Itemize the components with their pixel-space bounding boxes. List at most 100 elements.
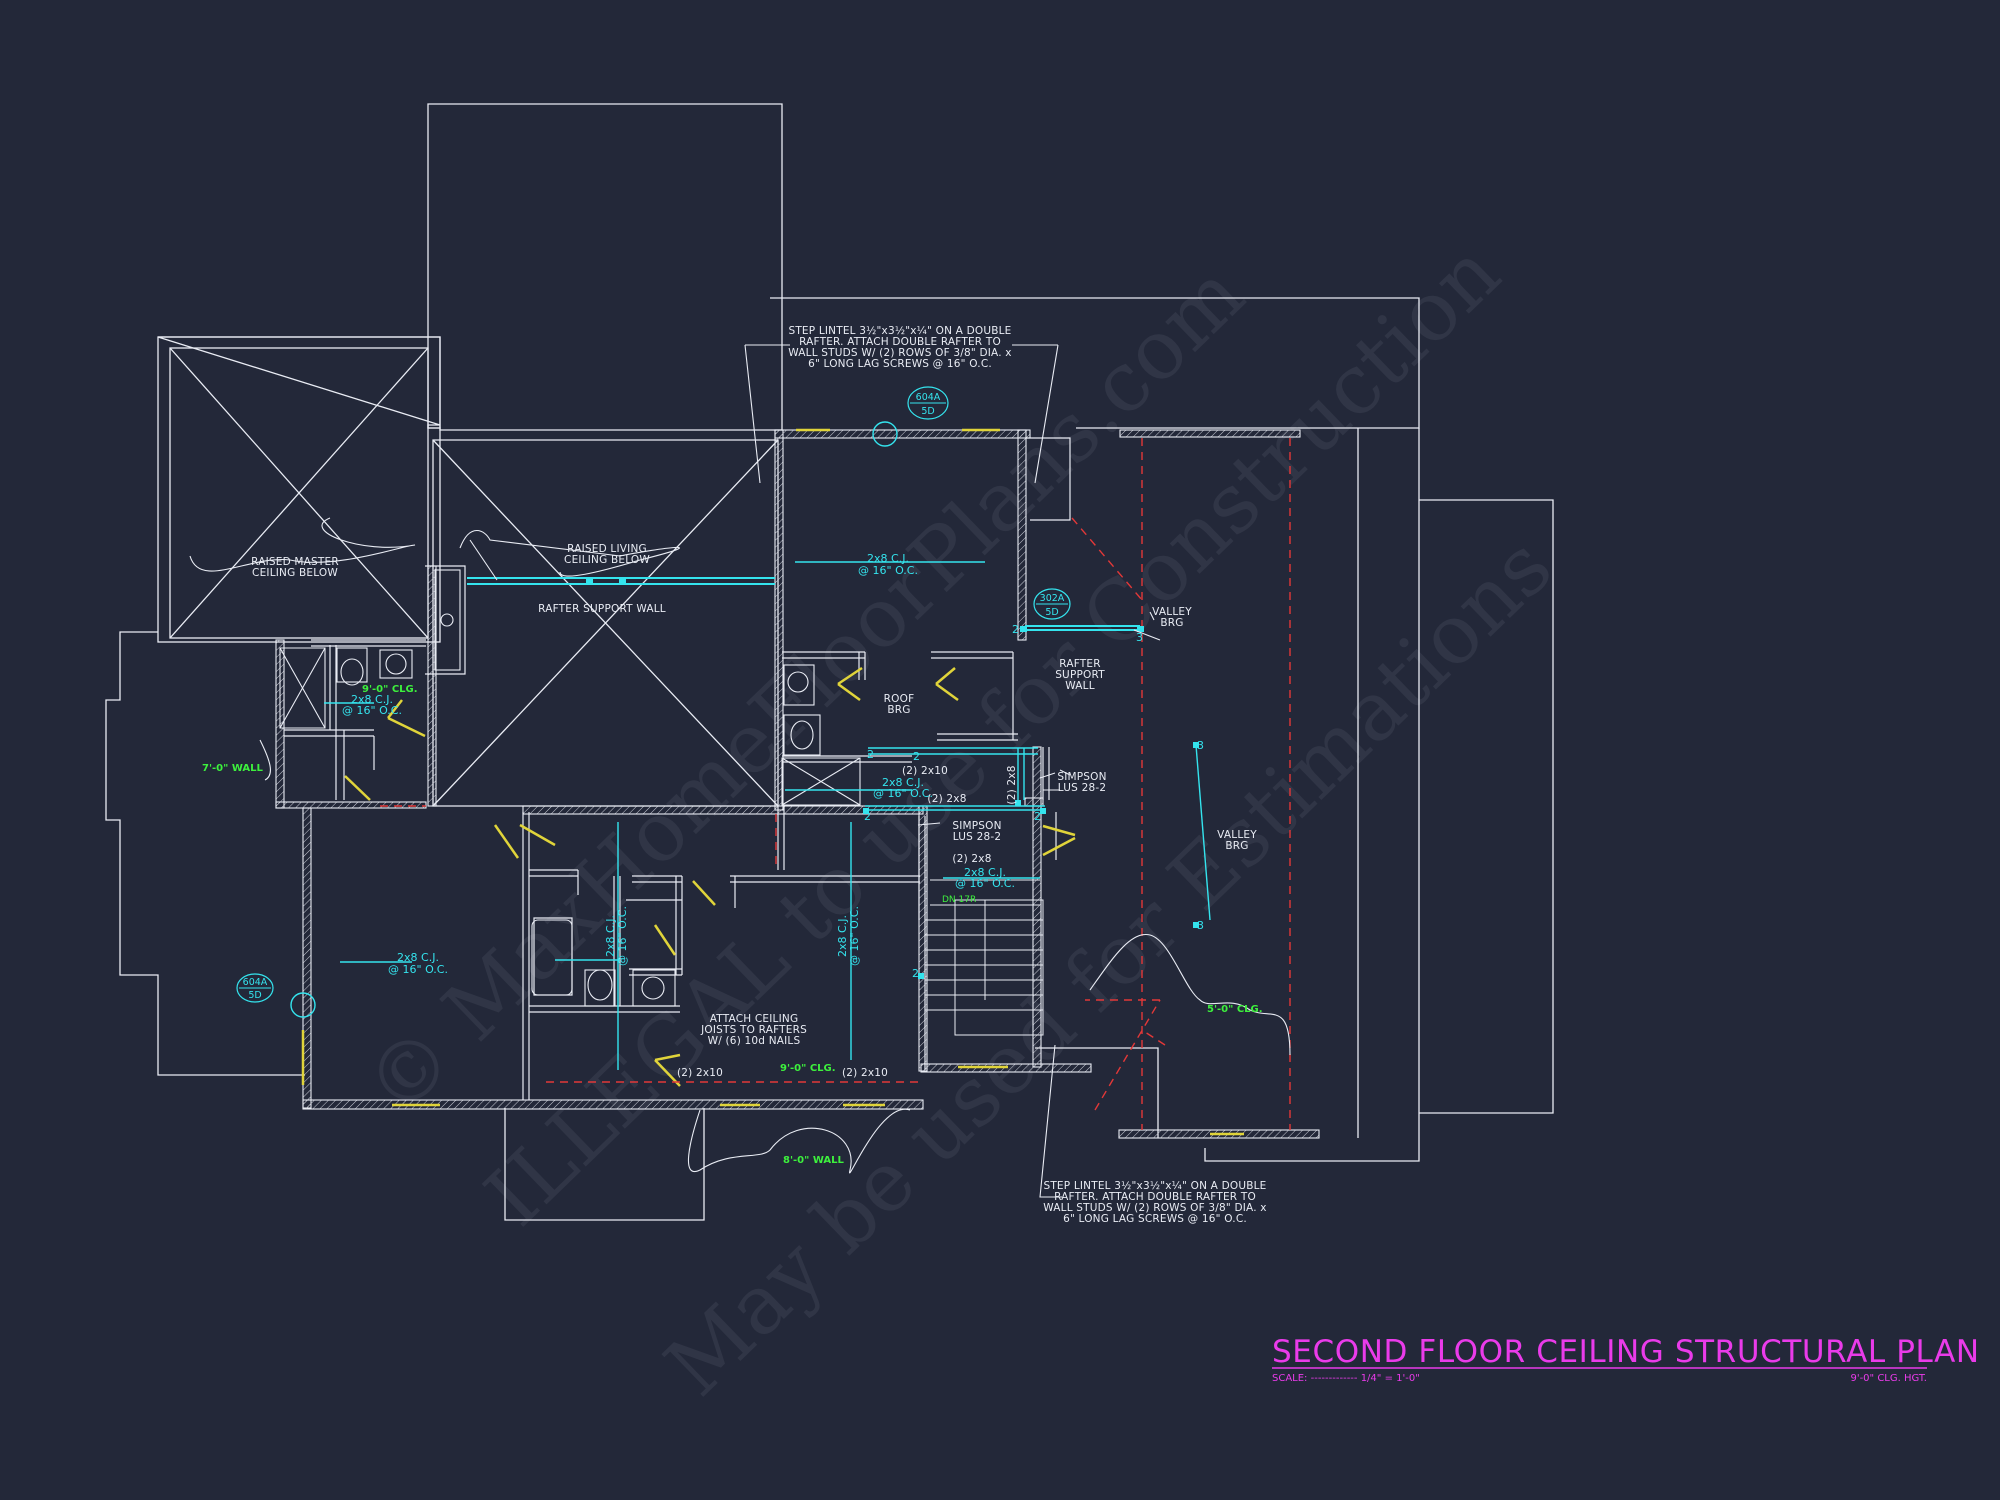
valley-brg-lower-1: VALLEY: [1217, 829, 1257, 841]
valley-brg-lower-2: BRG: [1225, 840, 1248, 852]
wall-8ft-label: 8'-0" WALL: [783, 1155, 845, 1166]
bearing-2-a: 2: [1012, 623, 1019, 636]
two-2x10-center: (2) 2x10: [902, 765, 948, 777]
cj-upper-label: 2x8 C.J.: [867, 552, 909, 565]
bearing-markers: [586, 578, 1199, 979]
raised-living-label-1: RAISED LIVING: [567, 543, 647, 555]
plumbing-fixtures: [279, 569, 861, 1007]
height-labels: 7'-0" WALL 9'-0" CLG. 9'-0" CLG. 5'-0" C…: [202, 684, 1263, 1166]
wall-7ft-label: 7'-0" WALL: [202, 763, 264, 774]
living-x: [432, 439, 779, 807]
bearing-2-d: 2: [912, 967, 919, 980]
cj-master-bath-spacing: @ 16" O.C.: [342, 704, 402, 717]
step-lintel-bottom-line-4: 6" LONG LAG SCREWS @ 16" O.C.: [1063, 1213, 1247, 1225]
right-box-outline: [1419, 499, 1554, 1114]
two-2x10-right: (2) 2x10: [842, 1067, 888, 1079]
section-tags: 604A 5D 604A 5D 302A 5D: [236, 386, 1071, 1003]
plan-title: SECOND FLOOR CEILING STRUCTURAL PLAN: [1272, 1334, 1980, 1370]
cj-bath-label: 2x8 C.J.: [604, 915, 617, 957]
two-2x8-lower: (2) 2x8: [952, 853, 991, 865]
cj-hall-spacing: @ 16" O.C.: [873, 787, 933, 800]
bearing-3-a: 3: [1136, 631, 1143, 644]
dn-label: DN 17R: [942, 895, 976, 905]
roof-brg-2: BRG: [887, 704, 910, 716]
cj-bath-spacing: @ 16" O.C.: [616, 906, 629, 966]
cj-upper-spacing: @ 16" O.C.: [858, 564, 918, 577]
tag-604a-left-sheet: 5D: [248, 990, 261, 1001]
roof-outlines: [105, 103, 1554, 1221]
raised-living-label-2: CEILING BELOW: [564, 554, 650, 566]
upper-middle-outline: [770, 297, 1420, 429]
step-lintel-bottom-line-3: WALL STUDS W/ (2) ROWS OF 3/8" DIA. x: [1043, 1202, 1266, 1214]
bearing-3-c: 3: [1197, 919, 1204, 932]
two-2x8-vertical: (2) 2x8: [1006, 765, 1018, 804]
rafter-support-right-2: SUPPORT: [1055, 669, 1105, 681]
tag-302a-number: 302A: [1040, 593, 1065, 604]
cj-stair-spacing: @ 16" O.C.: [955, 877, 1015, 890]
cj-master-bath-label: 2x8 C.J.: [351, 693, 393, 706]
ceiling-height-label: 9'-0" CLG. HGT.: [1850, 1373, 1927, 1384]
rafter-support-right-1: RAFTER: [1059, 658, 1100, 670]
attach-ceiling-3: W/ (6) 10d NAILS: [708, 1035, 801, 1047]
two-2x8-center: (2) 2x8: [927, 793, 966, 805]
cj-bedroom-spacing: @ 16" O.C.: [388, 963, 448, 976]
tag-604a-top-number: 604A: [916, 392, 941, 403]
two-2x10-left: (2) 2x10: [677, 1067, 723, 1079]
tag-604a-left-number: 604A: [243, 977, 268, 988]
simpson-right-2: LUS 28-2: [1058, 782, 1106, 794]
step-lintel-top-line-2: RAFTER. ATTACH DOUBLE RAFTER TO: [799, 336, 1001, 348]
ceiling-joist-labels: 2x8 C.J. @ 16" O.C. 2x8 C.J. @ 16" O.C. …: [342, 552, 1204, 980]
valley-brg-upper-1: VALLEY: [1152, 606, 1192, 618]
attach-ceiling-2: JOISTS TO RAFTERS: [700, 1024, 807, 1036]
scale-label: SCALE: ------------- 1/4" = 1'-0": [1272, 1373, 1420, 1384]
leader-lines: [189, 344, 1291, 1198]
tag-302a-sheet: 5D: [1045, 607, 1058, 618]
stairs: [925, 879, 1044, 1036]
bearing-2-e: 2: [867, 748, 874, 761]
tag-604a-top-sheet: 5D: [921, 406, 934, 417]
rafter-support-wall-label: RAFTER SUPPORT WALL: [538, 603, 666, 615]
cj-bed2-label: 2x8 C.J.: [836, 915, 849, 957]
title-block: SECOND FLOOR CEILING STRUCTURAL PLAN SCA…: [1272, 1334, 1980, 1384]
clg-9ft-master-bath: 9'-0" CLG.: [362, 684, 418, 695]
cj-bed2-spacing: @ 16" O.C.: [848, 906, 861, 966]
master-raised-clg: [169, 347, 429, 639]
roof-brg-1: ROOF: [884, 693, 915, 705]
rafter-support-right-3: WALL: [1065, 680, 1095, 692]
simpson-center-2: LUS 28-2: [953, 831, 1001, 843]
simpson-right-1: SIMPSON: [1057, 771, 1106, 783]
cj-stair-label: 2x8 C.J.: [964, 866, 1006, 879]
garage-outline: [427, 103, 783, 431]
clg-5ft-label: 5'-0" CLG.: [1207, 1004, 1263, 1015]
tag-302a: 302A 5D: [1033, 588, 1071, 620]
structural-members: [290, 421, 1211, 1070]
step-lintel-top-line-1: STEP LINTEL 3½"x3½"x¼" ON A DOUBLE: [788, 325, 1011, 337]
step-lintel-bottom-line-2: RAFTER. ATTACH DOUBLE RAFTER TO: [1054, 1191, 1256, 1203]
master-x: [169, 347, 429, 639]
right-outline: [1204, 428, 1420, 1162]
exterior-walls: [275, 429, 1320, 1139]
bearing-3-b: 3: [1197, 739, 1204, 752]
clg-9ft-bath: 9'-0" CLG.: [780, 1063, 836, 1074]
step-lintel-top-line-3: WALL STUDS W/ (2) ROWS OF 3/8" DIA. x: [788, 347, 1011, 359]
bearing-2-b: 2: [864, 810, 871, 823]
left-porch-outline: [105, 631, 305, 1076]
step-lintel-top-line-4: 6" LONG LAG SCREWS @ 16" O.C.: [808, 358, 992, 370]
lower-porch: [504, 1108, 705, 1221]
valley-brg-upper-2: BRG: [1160, 617, 1183, 629]
master-wing-outline: [157, 336, 441, 643]
cj-hall-label: 2x8 C.J.: [882, 776, 924, 789]
annotations: RAISED MASTER CEILING BELOW RAISED LIVIN…: [251, 325, 1266, 1225]
bearing-2-c: 2: [1034, 810, 1041, 823]
raised-master-label-1: RAISED MASTER: [251, 556, 339, 568]
step-lintel-bottom-line-1: STEP LINTEL 3½"x3½"x¼" ON A DOUBLE: [1043, 1180, 1266, 1192]
interior-walls: [284, 437, 1071, 1100]
tag-604a-top: 604A 5D: [907, 386, 949, 420]
raised-master-label-2: CEILING BELOW: [252, 567, 338, 579]
hidden-lines: [380, 438, 1291, 1130]
tag-604a-left: 604A 5D: [236, 973, 274, 1003]
lower-right-box: [1035, 1047, 1159, 1138]
bearing-2-f: 2: [913, 750, 920, 763]
simpson-center-1: SIMPSON: [952, 820, 1001, 832]
